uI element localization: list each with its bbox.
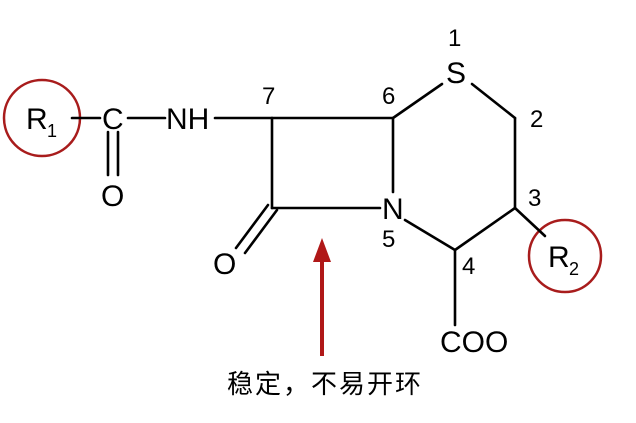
position-7: 7 (262, 83, 275, 110)
r2-subscript: 2 (569, 259, 579, 279)
r1-label: R (26, 103, 48, 136)
position-5: 5 (382, 226, 395, 253)
carbonyl-carbon-label: C (102, 103, 124, 136)
carbonyl-oxygen-label: O (101, 180, 124, 213)
stability-arrow (313, 238, 331, 356)
r1-subscript: 1 (47, 121, 57, 141)
stability-caption: 稳定，不易开环 (227, 370, 423, 400)
position-3: 3 (528, 185, 541, 212)
nh-label: NH (166, 103, 209, 136)
lactam-oxygen-label: O (213, 248, 236, 281)
sulfur-label: S (446, 57, 466, 90)
r2-highlight-circle (527, 218, 603, 294)
bonds (70, 82, 547, 327)
r2-label: R (548, 241, 570, 274)
position-6: 6 (382, 83, 395, 110)
carboxyl-label: COO (440, 326, 508, 359)
position-4: 4 (462, 253, 475, 280)
position-2: 2 (530, 106, 543, 133)
nitrogen-label: N (382, 193, 404, 226)
position-1: 1 (448, 25, 461, 52)
